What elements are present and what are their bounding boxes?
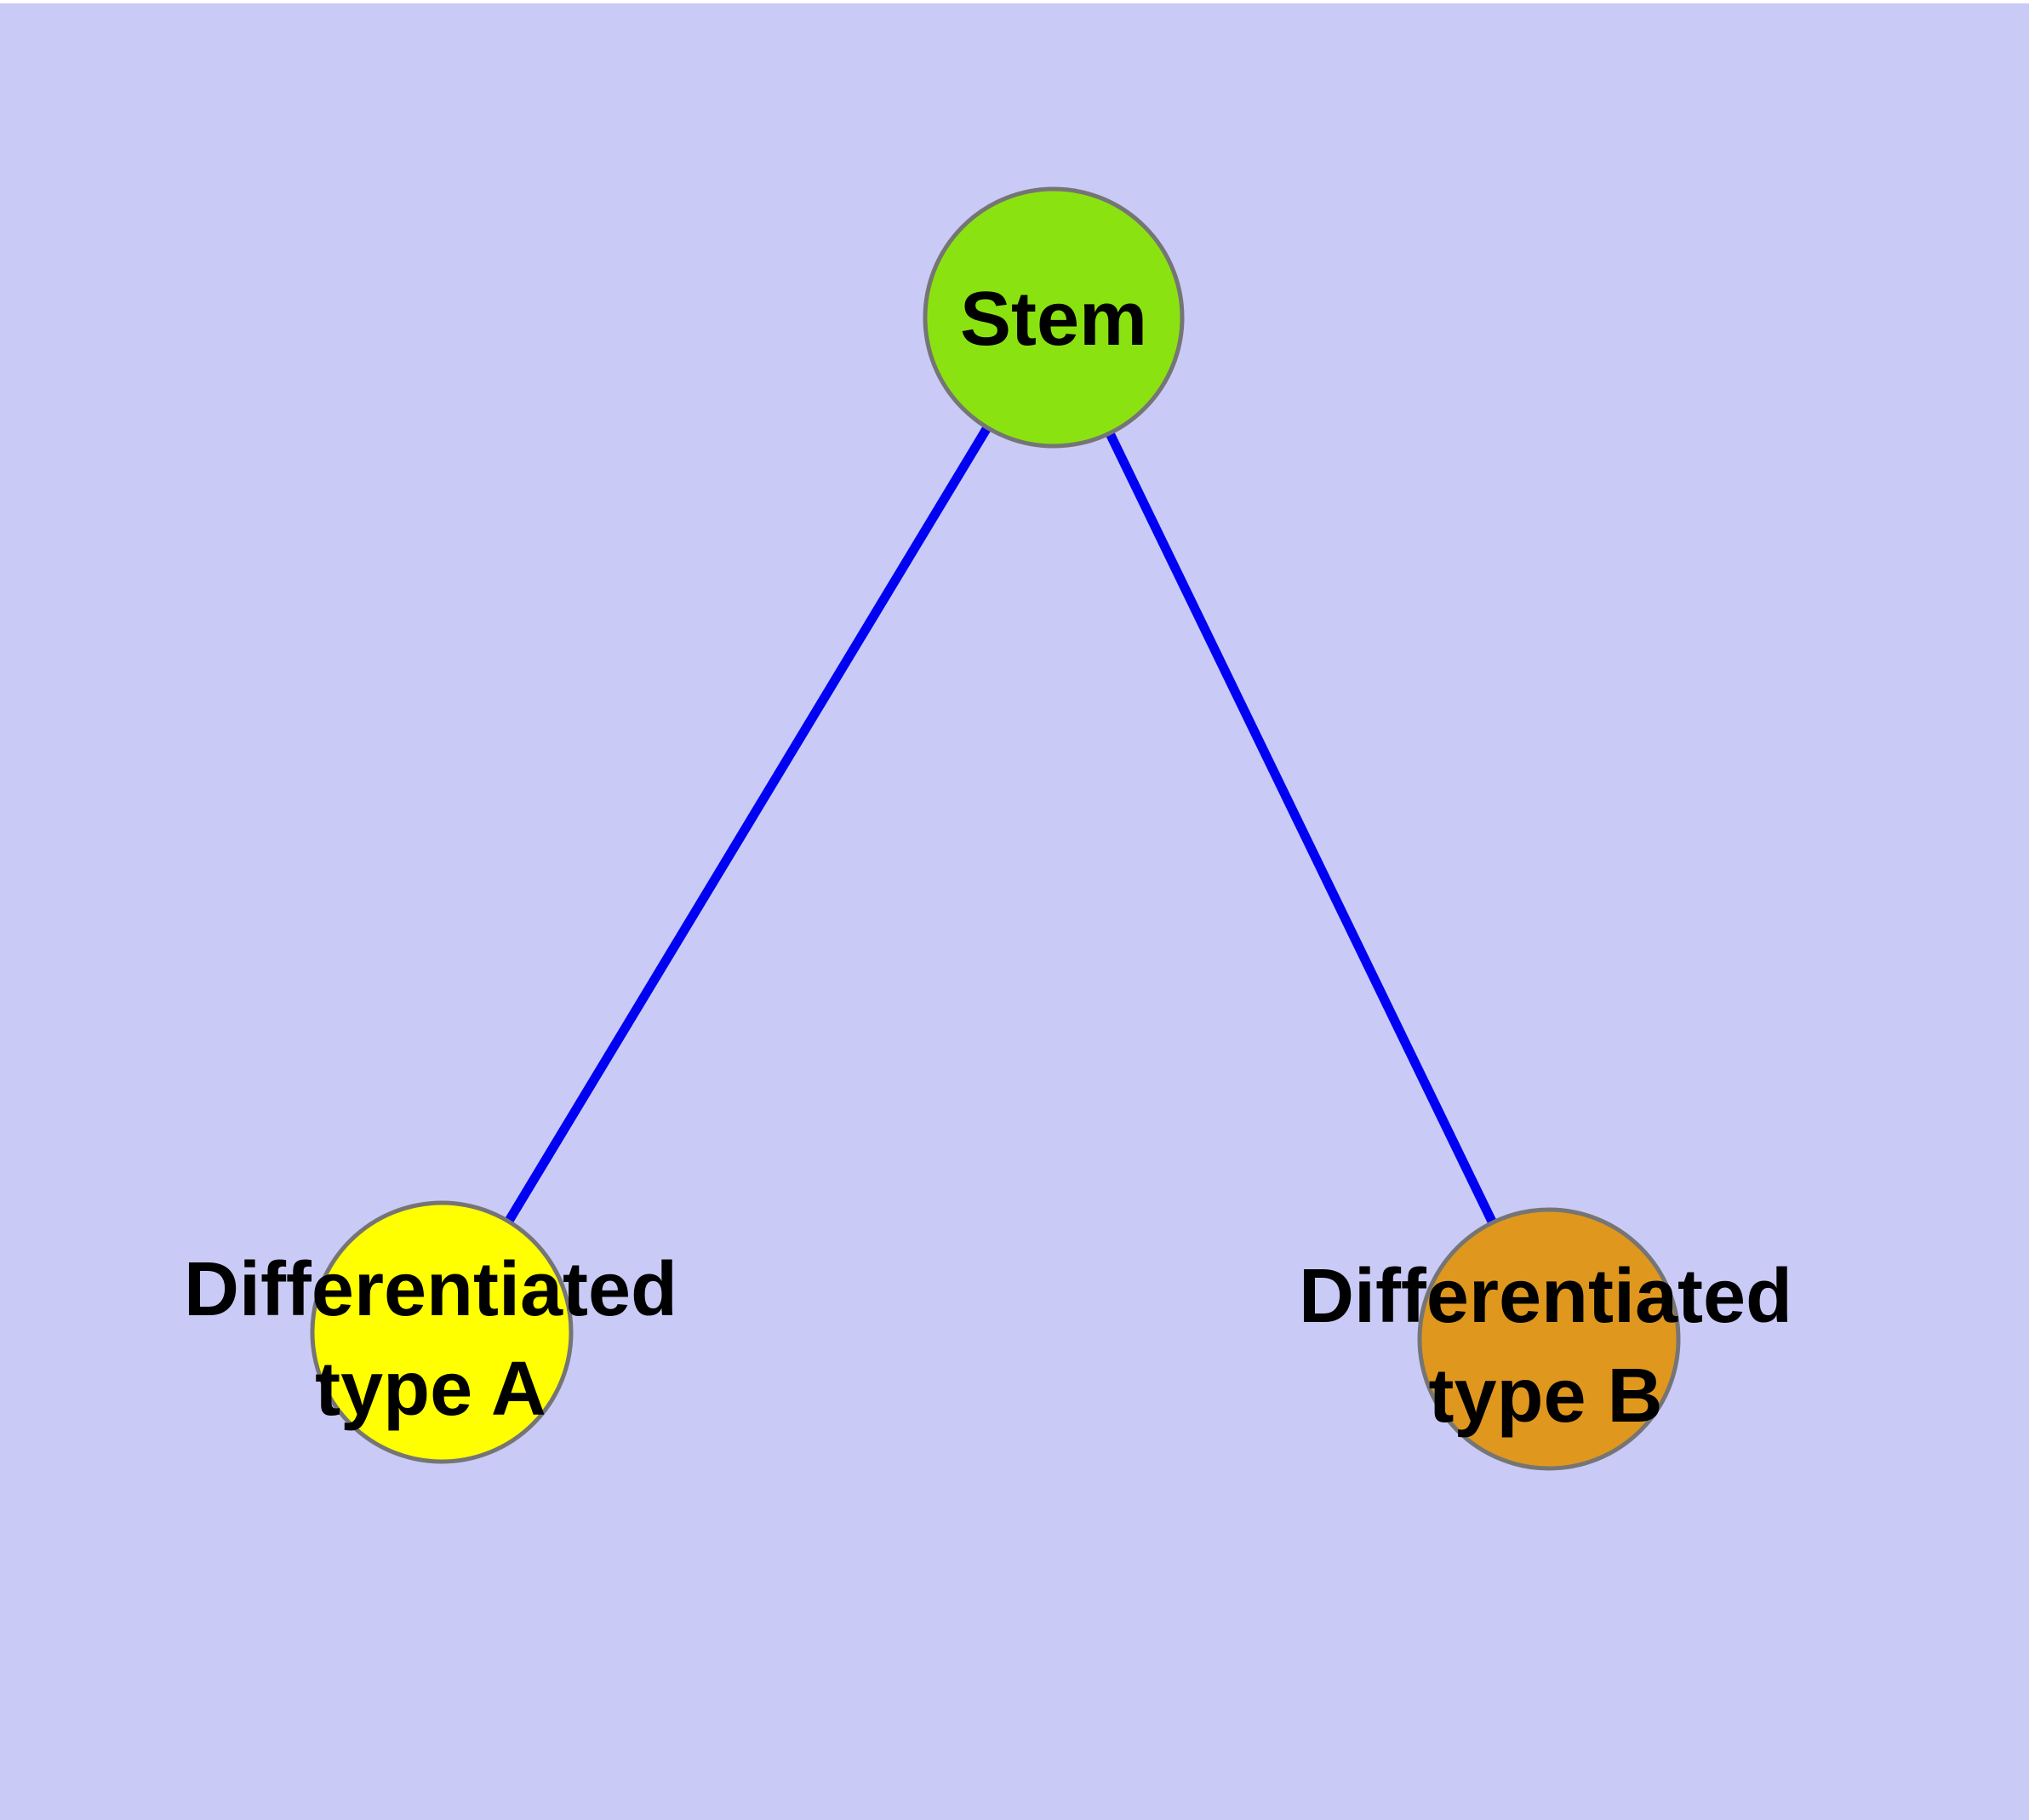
stem-node-label: Stem bbox=[960, 277, 1147, 362]
edge-stem-to-type-b bbox=[1049, 315, 1553, 1342]
type-a-node-label-line1: Differentiated bbox=[184, 1247, 677, 1332]
type-b-node bbox=[1417, 1207, 1681, 1471]
stem-node bbox=[923, 186, 1185, 449]
type-b-node-label-line2: type B bbox=[1428, 1354, 1662, 1439]
type-a-node-label-line2: type A bbox=[315, 1347, 546, 1432]
type-b-node-label-line1: Differentiated bbox=[1299, 1254, 1792, 1339]
type-a-node bbox=[310, 1200, 574, 1464]
edge-stem-to-type-a bbox=[437, 315, 1058, 1335]
